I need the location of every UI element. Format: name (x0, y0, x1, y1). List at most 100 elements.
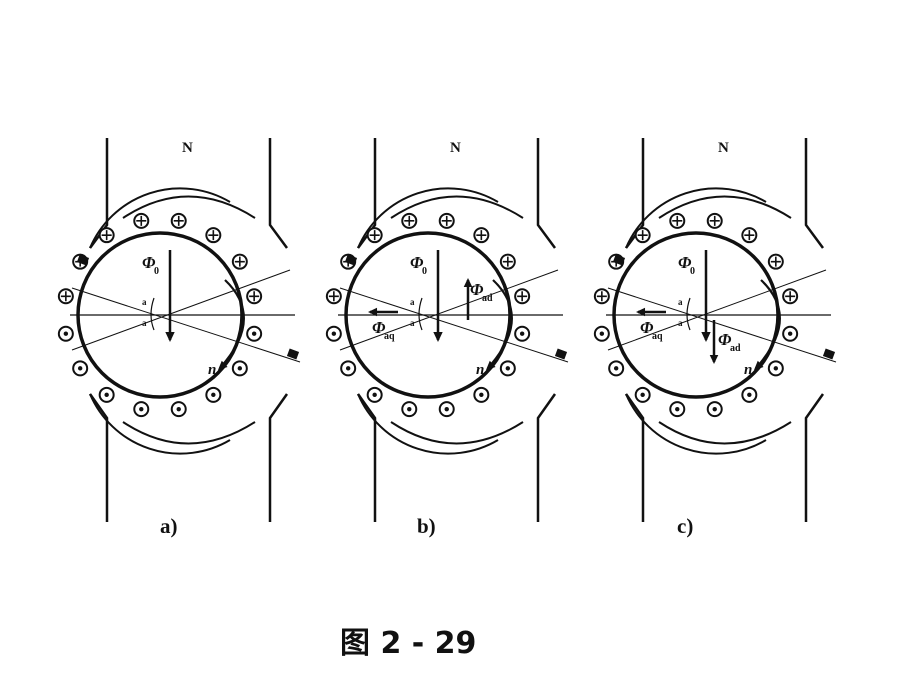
angle-arc (686, 297, 691, 331)
conductor-dot-mark (407, 406, 412, 412)
conductor (782, 288, 799, 305)
conductor (246, 325, 263, 342)
conductor (57, 288, 74, 305)
conductor (325, 288, 342, 305)
figure-caption: 图 2 - 29 (340, 626, 477, 661)
north-pole-body (356, 138, 557, 249)
conductor (72, 360, 89, 377)
phi-aq-arrowhead (636, 307, 646, 317)
conductor (634, 386, 651, 403)
brush-left (76, 254, 90, 266)
phi0-arrowhead (701, 332, 711, 342)
phi-ad-arrowhead (709, 354, 719, 364)
conductor-cross-mark (249, 291, 260, 302)
pole-label-n: N (718, 140, 729, 156)
angle-mark-upper: a (678, 297, 683, 307)
conductor-dot-mark (251, 331, 257, 336)
conductor-dot-mark (104, 392, 109, 398)
north-pole-body (88, 138, 289, 249)
conductor-dot-mark (599, 331, 605, 336)
conductor-dot-mark (787, 331, 793, 336)
south-pole-body (88, 393, 289, 522)
conductor-cross-mark (173, 215, 184, 226)
conductor-dot-mark (176, 406, 181, 412)
rotation-arc (219, 279, 245, 369)
pole-label-n: N (182, 140, 193, 156)
conductor (340, 360, 357, 377)
conductor (438, 212, 455, 229)
south-pole-face (658, 421, 792, 445)
north-pole-shoe-arc (357, 187, 499, 249)
conductor-cross-mark (744, 230, 755, 241)
conductor-dot-mark (675, 406, 680, 412)
north-pole-body (624, 138, 825, 249)
brush-axis-line-2 (607, 269, 827, 351)
conductor-cross-mark (596, 291, 607, 302)
phi0-label: Φ (678, 253, 692, 272)
angle-arc (150, 297, 155, 331)
subfigure-label-c: c) (677, 514, 694, 538)
conductor-dot-mark (211, 392, 216, 398)
conductor (499, 360, 516, 377)
rotation-label-n: n (208, 362, 216, 378)
conductor (593, 325, 610, 342)
conductor (706, 401, 723, 418)
south-pole-shoe-arc (357, 393, 499, 455)
south-pole-shoe-arc (625, 393, 767, 455)
rotation-label-n: n (744, 362, 752, 378)
angle-mark-lower: a (410, 318, 415, 328)
north-pole-face (122, 195, 256, 219)
south-pole-body (356, 393, 557, 522)
conductor-dot-mark (712, 406, 717, 412)
conductor (514, 325, 531, 342)
conductor (669, 212, 686, 229)
conductor-dot-mark (345, 366, 351, 371)
phi-aq-label: Φ (640, 318, 654, 337)
conductor-cross-mark (672, 215, 683, 226)
conductor-cross-mark (476, 230, 487, 241)
conductor (170, 401, 187, 418)
conductor-cross-mark (328, 291, 339, 302)
conductor-cross-mark (404, 215, 415, 226)
conductor (473, 386, 490, 403)
brush-axis-line-1 (339, 287, 569, 363)
phi0-arrowhead (165, 332, 175, 342)
brush-axis-line-2 (71, 269, 291, 351)
conductor-dot-mark (139, 406, 144, 412)
conductor-cross-mark (208, 230, 219, 241)
conductor-cross-mark (502, 256, 513, 267)
conductor (366, 386, 383, 403)
conductor (593, 288, 610, 305)
angle-mark-upper: a (142, 297, 147, 307)
angle-arc (418, 297, 423, 331)
pole-label-n: N (450, 140, 461, 156)
phi0-arrowhead (433, 332, 443, 342)
conductor (608, 360, 625, 377)
conductor-dot-mark (479, 392, 484, 398)
conductor (438, 401, 455, 418)
conductor (231, 360, 248, 377)
conductor-dot-mark (63, 331, 69, 336)
brush-left (612, 254, 626, 266)
conductor-dot-mark (747, 392, 752, 398)
conductor (133, 401, 150, 418)
conductor (767, 253, 784, 270)
brush-right (554, 348, 568, 360)
north-pole-face (658, 195, 792, 219)
brush-axis-line-2 (339, 269, 559, 351)
conductor-cross-mark (637, 230, 648, 241)
conductor-dot-mark (519, 331, 525, 336)
rotation-arrowhead (218, 360, 228, 370)
south-pole-face (390, 421, 524, 445)
south-pole-shoe-arc (89, 393, 231, 455)
conductor (205, 227, 222, 244)
phi0-label: Φ (142, 253, 156, 272)
phi0-label-sub: 0 (422, 266, 427, 277)
phi-ad-label-sub: ad (482, 293, 493, 304)
conductor-dot-mark (372, 392, 377, 398)
conductor-dot-mark (773, 366, 779, 371)
conductor (205, 386, 222, 403)
conductor (246, 288, 263, 305)
